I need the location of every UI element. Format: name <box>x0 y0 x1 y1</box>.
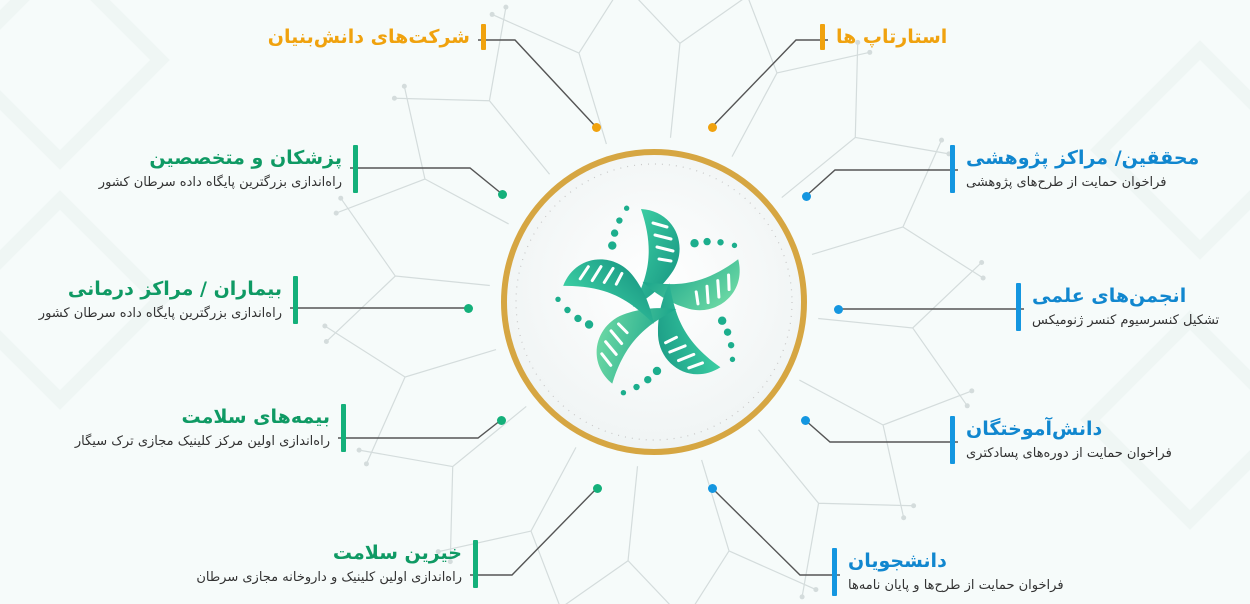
node-title: بیمه‌های سلامت <box>181 406 330 428</box>
connector-dot <box>800 415 810 425</box>
accent-bar <box>353 145 358 193</box>
radial-network-lines <box>322 0 986 604</box>
connector-dot <box>707 483 717 493</box>
connector-line <box>338 419 502 439</box>
node-physicians: پزشکان و متخصصین راه‌اندازی بزرگترین پایگ… <box>98 145 358 193</box>
label-connector-lines <box>290 39 1024 576</box>
node-title: بیماران / مراکز درمانی <box>67 278 282 300</box>
hub-ring <box>501 149 807 455</box>
node-description: راه‌اندازی بزرگترین پایگاه داده سرطان کش… <box>98 175 342 190</box>
node-description: فراخوان حمایت از دوره‌های پسادکتری <box>966 446 1172 461</box>
connector-line <box>470 487 598 576</box>
connector-dot <box>833 304 843 314</box>
connector-line <box>804 419 958 443</box>
accent-bar <box>481 24 486 50</box>
node-title: استارتاپ ها <box>836 26 948 48</box>
background-diamond-pattern <box>0 0 1250 520</box>
connector-line <box>711 487 840 576</box>
node-title: دانش‌آموختگان <box>966 418 1103 440</box>
connector-line <box>478 39 597 128</box>
accent-bar <box>1016 283 1021 331</box>
connector-line <box>711 39 828 128</box>
node-title: دانشجویان <box>848 550 947 572</box>
node-title: شرکت‌های دانش‌بنیان <box>267 26 470 48</box>
accent-bar <box>293 276 298 324</box>
node-description: راه‌اندازی اولین مرکز کلینیک مجازی ترک س… <box>74 434 330 449</box>
node-scientific-societies: انجمن‌های علمی تشکیل کنسرسیوم کنسر ژنومیک… <box>1016 283 1220 331</box>
accent-bar <box>820 24 825 50</box>
node-title: انجمن‌های علمی <box>1032 285 1187 307</box>
center-hub <box>496 144 812 460</box>
accent-bar <box>832 548 837 596</box>
node-graduates: دانش‌آموختگان فراخوان حمایت از دوره‌های پ… <box>950 416 1172 464</box>
node-title: محققین/ مراکز پژوهشی <box>966 147 1200 169</box>
accent-bar <box>950 416 955 464</box>
node-startups: استارتاپ ها <box>820 24 948 50</box>
node-description: راه‌اندازی اولین کلینیک و داروخانه مجازی… <box>196 570 462 585</box>
node-title: خیرین سلامت <box>332 542 462 564</box>
dna-star-logo <box>555 205 740 396</box>
connector-dot <box>497 189 507 199</box>
node-description: راه‌اندازی بزرگترین پایگاه داده سرطان کش… <box>38 306 282 321</box>
connector-dot <box>496 415 506 425</box>
node-researchers: محققین/ مراکز پژوهشی فراخوان حمایت از طرح… <box>950 145 1200 193</box>
node-knowledge-based-companies: شرکت‌های دانش‌بنیان <box>267 24 486 50</box>
connector-line <box>350 167 503 195</box>
node-health-insurance: بیمه‌های سلامت راه‌اندازی اولین مرکز کلین… <box>74 404 346 452</box>
node-description: تشکیل کنسرسیوم کنسر ژنومیکس <box>1032 313 1220 328</box>
node-health-philanthropists: خیرین سلامت راه‌اندازی اولین کلینیک و دار… <box>196 540 478 588</box>
connector-dot <box>591 122 601 132</box>
node-description: فراخوان حمایت از طرح‌ها و پایان نامه‌ها <box>848 578 1064 593</box>
node-description: فراخوان حمایت از طرح‌های پژوهشی <box>966 175 1167 190</box>
connector-dot <box>592 483 602 493</box>
accent-bar <box>341 404 346 452</box>
node-patients: بیماران / مراکز درمانی راه‌اندازی بزرگتری… <box>38 276 298 324</box>
node-students: دانشجویان فراخوان حمایت از طرح‌ها و پایان… <box>832 548 1064 596</box>
connector-dot <box>801 191 811 201</box>
connector-dot <box>707 122 717 132</box>
node-title: پزشکان و متخصصین <box>149 147 342 169</box>
accent-bar <box>473 540 478 588</box>
connector-line <box>805 169 958 197</box>
connector-dot <box>463 303 473 313</box>
accent-bar <box>950 145 955 193</box>
